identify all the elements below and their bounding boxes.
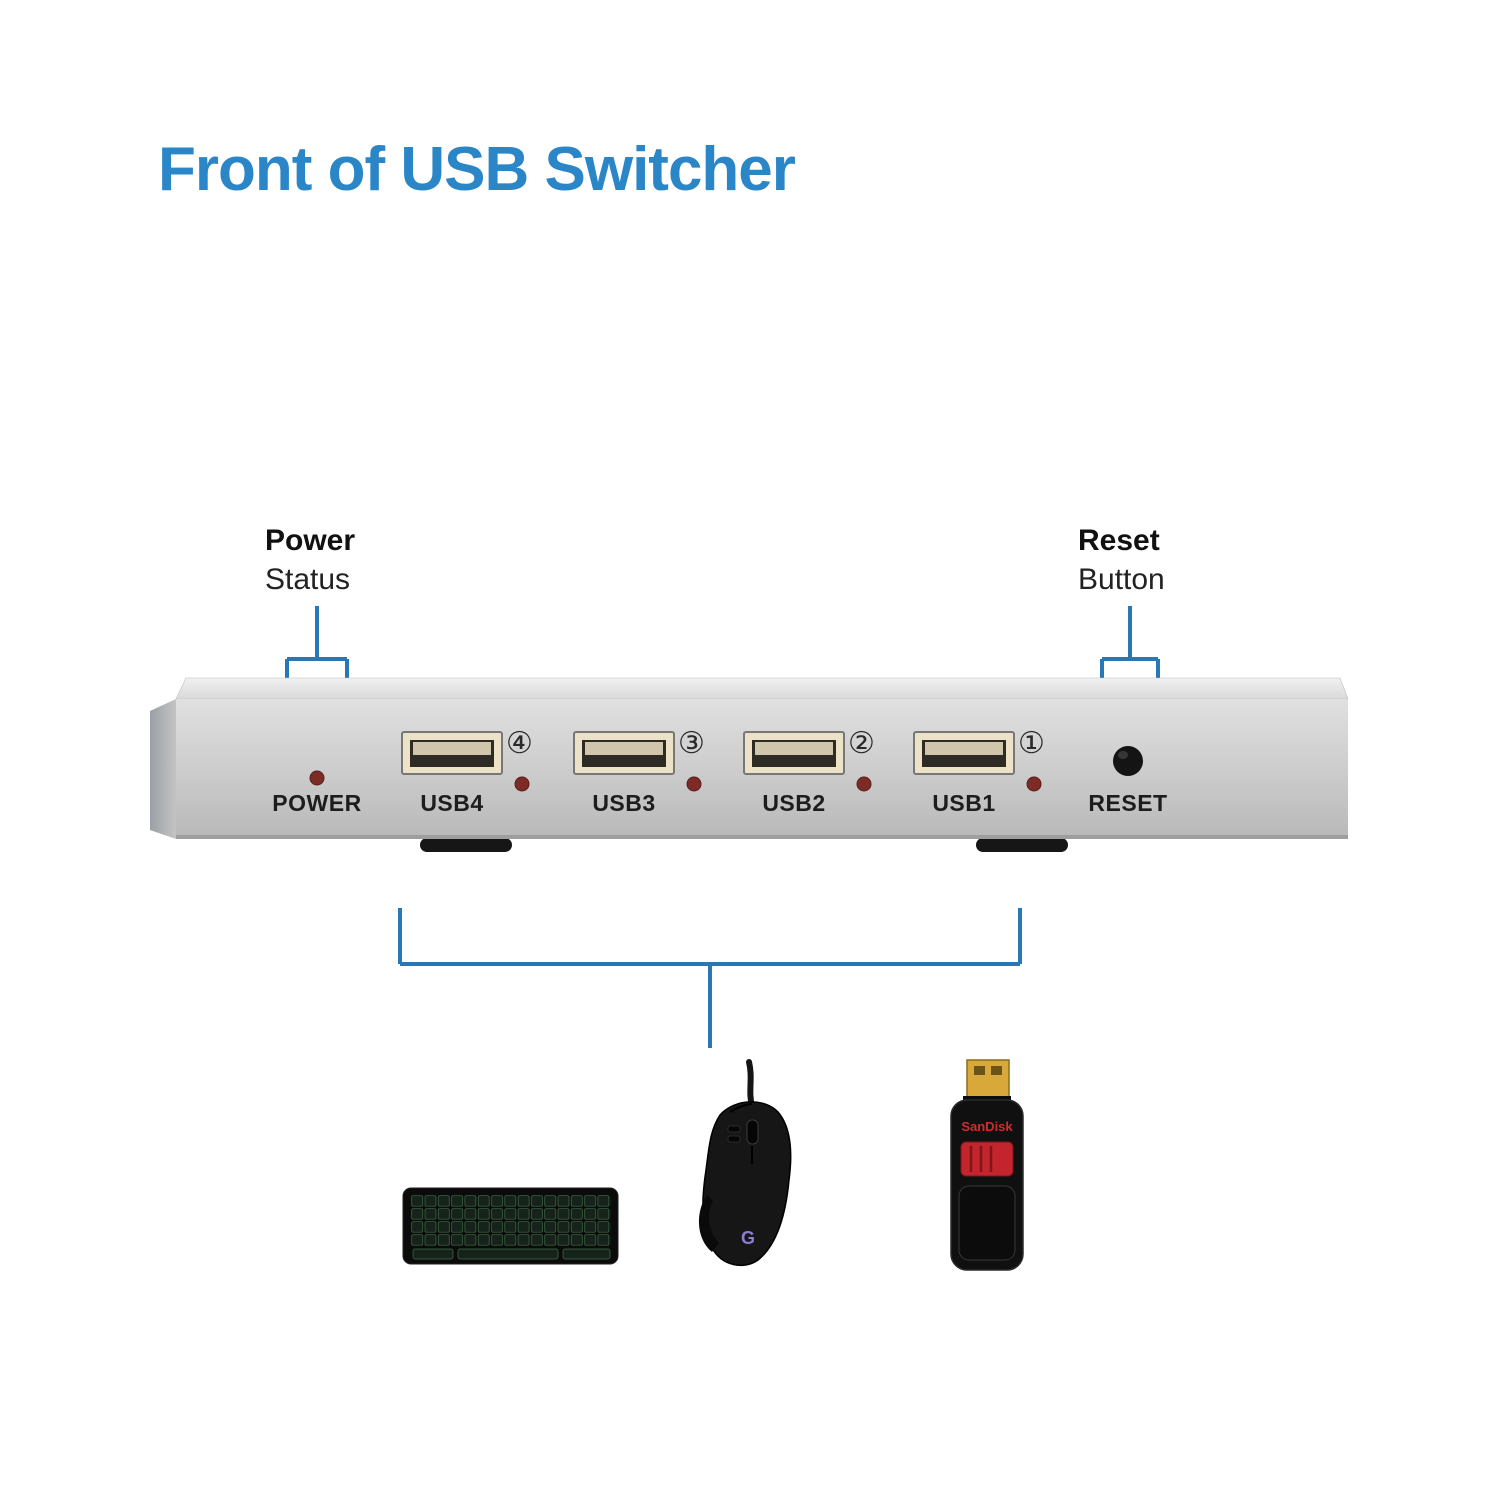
flash-drive-connector (966, 1059, 1010, 1101)
usb2-port (743, 731, 845, 775)
usb3-led (686, 776, 702, 792)
usb3-port (573, 731, 675, 775)
power-callout-subtitle: Status (265, 563, 351, 596)
ports-group-bracket (398, 908, 1022, 1048)
device-bottom-edge (176, 835, 1348, 839)
mouse-body (702, 1101, 792, 1267)
gaming-keyboard-image (402, 1187, 619, 1265)
page-title: Front of USB Switcher (158, 135, 796, 204)
usb1-number-icon: ① (1018, 727, 1045, 760)
device-foot-right (976, 838, 1068, 852)
usb3-label: USB3 (592, 790, 656, 816)
usb1-port (913, 731, 1015, 775)
usb-flash-drive-image: SanDisk (950, 1059, 1024, 1271)
usb1-led (1026, 776, 1042, 792)
mouse-cable (746, 1059, 755, 1109)
sandisk-logo: SanDisk (961, 1119, 1013, 1134)
usb4-port (401, 731, 503, 775)
usb4-label: USB4 (420, 790, 484, 816)
power-callout-bracket (285, 606, 349, 698)
usb2-led (856, 776, 872, 792)
mouse-thumb-wing (698, 1195, 719, 1252)
reset-callout-subtitle: Button (1078, 563, 1165, 596)
reset-callout-bracket (1100, 606, 1160, 698)
usb1-label: USB1 (932, 790, 996, 816)
power-callout: Power Status (265, 521, 355, 599)
usb3-number-icon: ③ (678, 727, 705, 760)
usb2-label: USB2 (762, 790, 826, 816)
device-top-bevel (175, 677, 1349, 700)
keyboard-keys (411, 1195, 611, 1247)
gaming-mouse-image: G (698, 1059, 792, 1267)
reset-callout: Reset Button (1078, 521, 1165, 599)
flash-drive-lower-panel (958, 1185, 1016, 1261)
keyboard-spacebar (457, 1248, 559, 1260)
power-callout-title: Power (265, 524, 356, 557)
flash-drive-slider (960, 1141, 1014, 1177)
reset-button (1113, 746, 1143, 776)
usb4-number-icon: ④ (506, 727, 533, 760)
logitech-g-logo: G (741, 1228, 755, 1248)
usb2-number-icon: ② (848, 727, 875, 760)
device-foot-left (420, 838, 512, 852)
usb4-led (514, 776, 530, 792)
power-led (309, 770, 325, 786)
power-label: POWER (272, 790, 362, 816)
mouse-scroll-wheel (746, 1119, 759, 1145)
reset-callout-title: Reset (1078, 524, 1160, 557)
device-left-cap (150, 699, 176, 839)
reset-label: RESET (1088, 790, 1168, 816)
